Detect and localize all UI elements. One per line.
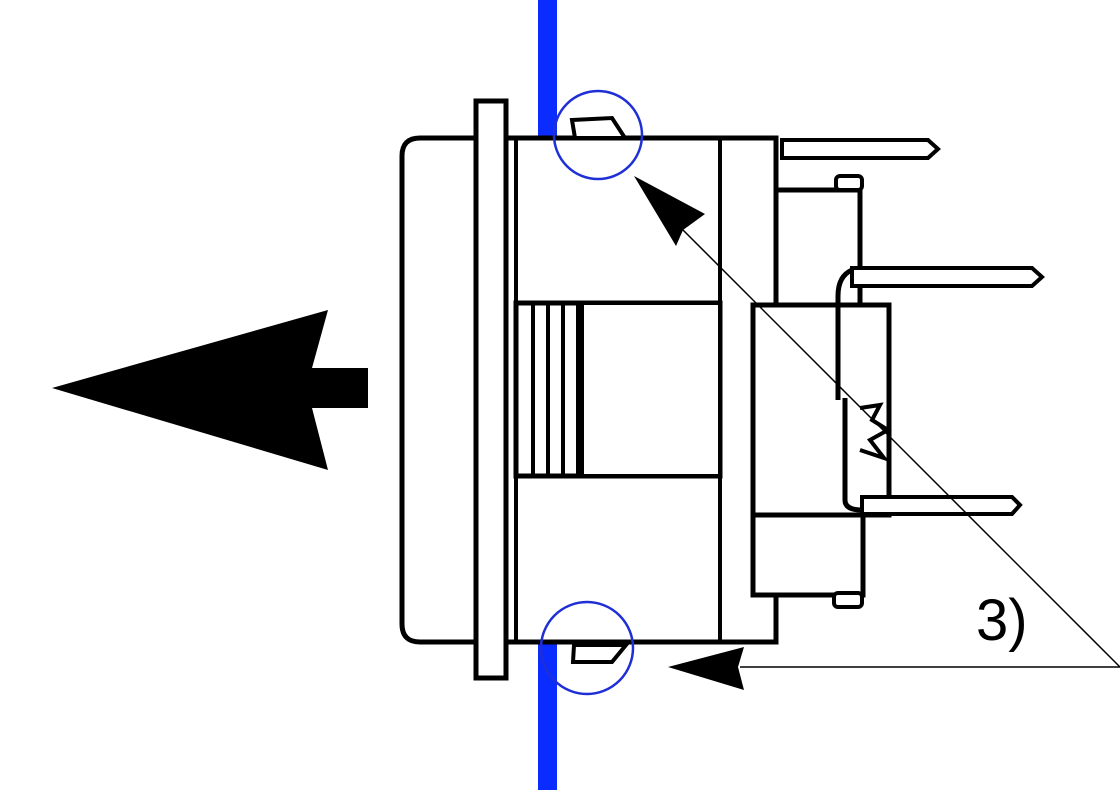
pointer-arrow-icon <box>634 176 705 246</box>
rear-block-upper <box>773 187 863 308</box>
terminal-pin <box>860 495 1023 516</box>
detail-circle-bottom <box>539 600 635 696</box>
terminal-lead <box>835 267 854 400</box>
insertion-arrow-icon <box>52 310 368 470</box>
housing-inner-wall <box>580 301 722 478</box>
connector-cap <box>399 135 476 645</box>
rear-block <box>750 302 892 518</box>
latch-clip <box>570 643 631 664</box>
latch-clip <box>569 115 629 140</box>
step-label: 3) <box>976 588 1028 653</box>
terminal-tab <box>832 591 864 609</box>
rear-block-lower <box>750 512 866 598</box>
detail-circle-top <box>552 89 644 181</box>
pointer-arrow-icon <box>668 647 744 690</box>
spring-clip <box>859 402 892 462</box>
terminal-pin <box>850 266 1045 288</box>
leader-line <box>682 229 1120 668</box>
terminal-tab <box>834 174 864 192</box>
terminal-pin <box>780 138 941 160</box>
connector-flange <box>473 98 509 681</box>
terminal-lead <box>842 398 863 513</box>
